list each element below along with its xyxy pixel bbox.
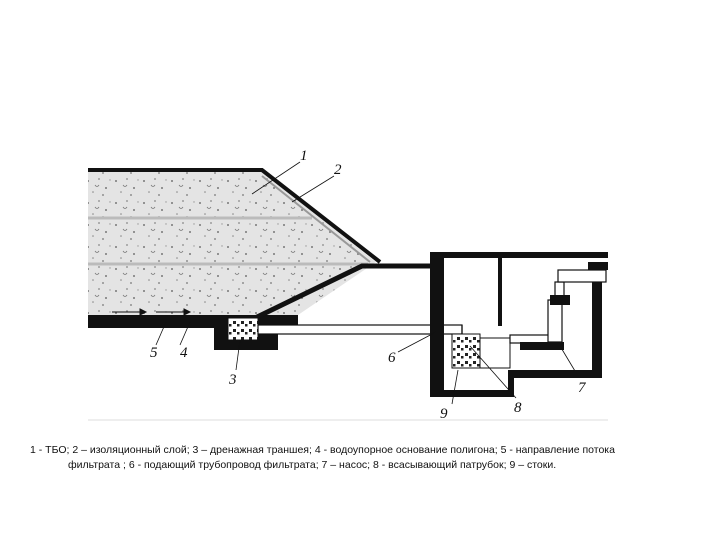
flow-direction-arrows <box>112 308 192 316</box>
pump-station <box>430 252 608 397</box>
leader-lines <box>155 161 579 405</box>
drain-tank <box>451 333 511 369</box>
suction-pipe <box>509 269 607 344</box>
label-8: 8 <box>514 400 522 416</box>
interlayer-lines <box>88 216 368 266</box>
drainage-trench <box>227 317 259 341</box>
caption-line-2: фильтрата ; 6 - подающий трубопровод фил… <box>68 459 557 471</box>
waste-body <box>88 172 376 315</box>
label-3: 3 <box>228 372 237 388</box>
label-9: 9 <box>440 406 448 422</box>
label-4: 4 <box>180 345 188 361</box>
figure-caption: 1 - ТБО; 2 – изоляционный слой; 3 – дрен… <box>30 443 690 473</box>
caption-line-1: 1 - ТБО; 2 – изоляционный слой; 3 – дрен… <box>30 444 615 456</box>
landfill-drainage-diagram: 1 2 3 4 5 6 7 8 9 <box>88 148 608 422</box>
part-labels: 1 2 3 4 5 6 7 8 9 <box>150 148 587 422</box>
base-slope <box>253 263 440 321</box>
pump <box>520 295 570 350</box>
label-5: 5 <box>150 345 158 361</box>
label-7: 7 <box>578 380 587 396</box>
insulation-layer <box>88 168 382 264</box>
label-2: 2 <box>334 162 342 178</box>
label-1: 1 <box>300 148 308 164</box>
label-6: 6 <box>388 350 396 366</box>
